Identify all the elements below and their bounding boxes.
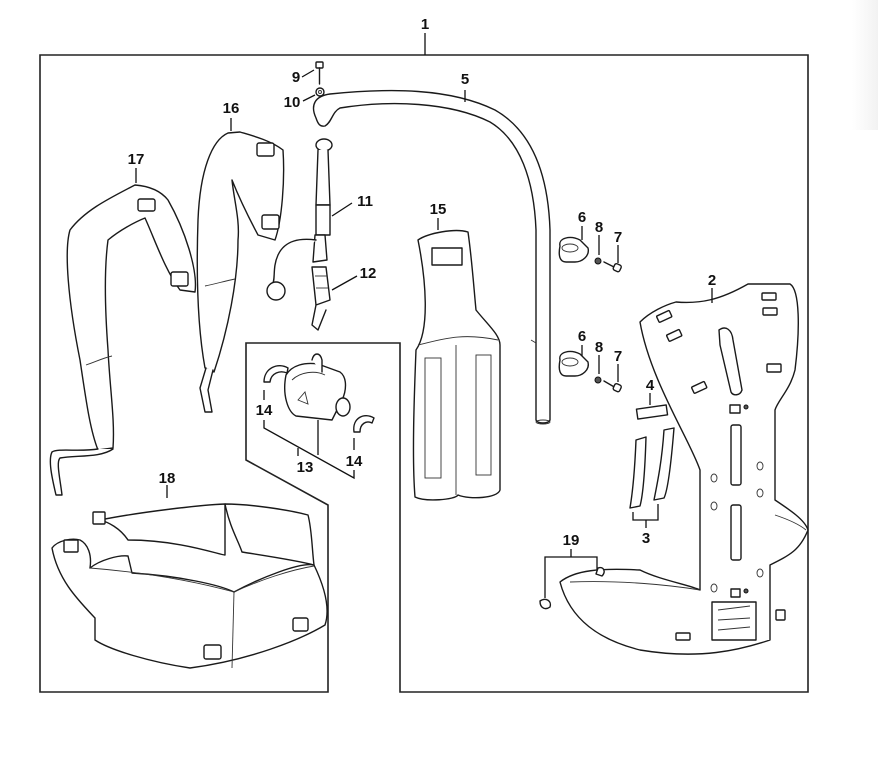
part-12-buckle-hook[interactable] — [311, 266, 358, 331]
part-15-back-pad[interactable] — [412, 218, 501, 501]
callout-6-upper[interactable]: 6 — [578, 209, 586, 226]
part-9-screw[interactable] — [301, 61, 324, 85]
assembly-frame — [39, 33, 809, 693]
part-5-hanger-tube[interactable] — [312, 89, 551, 425]
part-16-shoulder-strap[interactable] — [196, 118, 285, 413]
part-2-back-plate[interactable] — [559, 283, 809, 655]
part-7-screw-lower[interactable] — [603, 364, 622, 393]
callout-6-lower[interactable]: 6 — [578, 328, 586, 345]
callout-1[interactable]: 1 — [421, 16, 429, 33]
part-3-pad-strips[interactable] — [629, 427, 675, 528]
callout-17[interactable]: 17 — [128, 151, 145, 168]
callout-8-lower[interactable]: 8 — [595, 339, 603, 356]
callout-10[interactable]: 10 — [284, 94, 301, 111]
callout-16[interactable]: 16 — [223, 100, 240, 117]
callout-14-right[interactable]: 14 — [346, 453, 363, 470]
callout-19[interactable]: 19 — [563, 532, 580, 549]
callout-18[interactable]: 18 — [159, 470, 176, 487]
callout-7-upper[interactable]: 7 — [614, 229, 622, 246]
part-11-strap-buckle[interactable] — [266, 138, 353, 301]
part-8-nut-lower[interactable] — [594, 355, 602, 384]
page-edge-shadow — [852, 0, 878, 130]
part-7-screw-upper[interactable] — [603, 245, 622, 273]
callout-2[interactable]: 2 — [708, 272, 716, 289]
callout-9[interactable]: 9 — [292, 69, 300, 86]
part-6-tube-clamp-lower[interactable] — [558, 345, 589, 377]
callout-4[interactable]: 4 — [646, 377, 655, 394]
callout-7-lower[interactable]: 7 — [614, 348, 622, 365]
part-10-washer[interactable] — [302, 87, 325, 102]
part-13-suspension-clip[interactable] — [284, 353, 351, 455]
part-14-clip-ring-right[interactable] — [353, 414, 375, 450]
callout-15[interactable]: 15 — [430, 201, 447, 218]
part-18-hip-belt[interactable] — [51, 485, 328, 669]
part-14-clip-ring-left[interactable] — [263, 364, 289, 400]
callout-14-left[interactable]: 14 — [256, 402, 273, 419]
part-17-shoulder-strap[interactable] — [49, 168, 197, 496]
part-19-belt-fasteners[interactable] — [539, 549, 605, 610]
callout-11[interactable]: 11 — [357, 193, 373, 210]
callout-8-upper[interactable]: 8 — [595, 219, 603, 236]
callout-13[interactable]: 13 — [297, 459, 314, 476]
callout-13-bracket — [263, 420, 355, 480]
callout-12[interactable]: 12 — [360, 265, 377, 282]
part-4-pad-strip[interactable] — [635, 393, 669, 420]
part-8-nut-upper[interactable] — [594, 235, 602, 265]
callout-3[interactable]: 3 — [642, 530, 650, 547]
part-6-tube-clamp-upper[interactable] — [558, 226, 589, 263]
callout-5[interactable]: 5 — [461, 71, 469, 88]
